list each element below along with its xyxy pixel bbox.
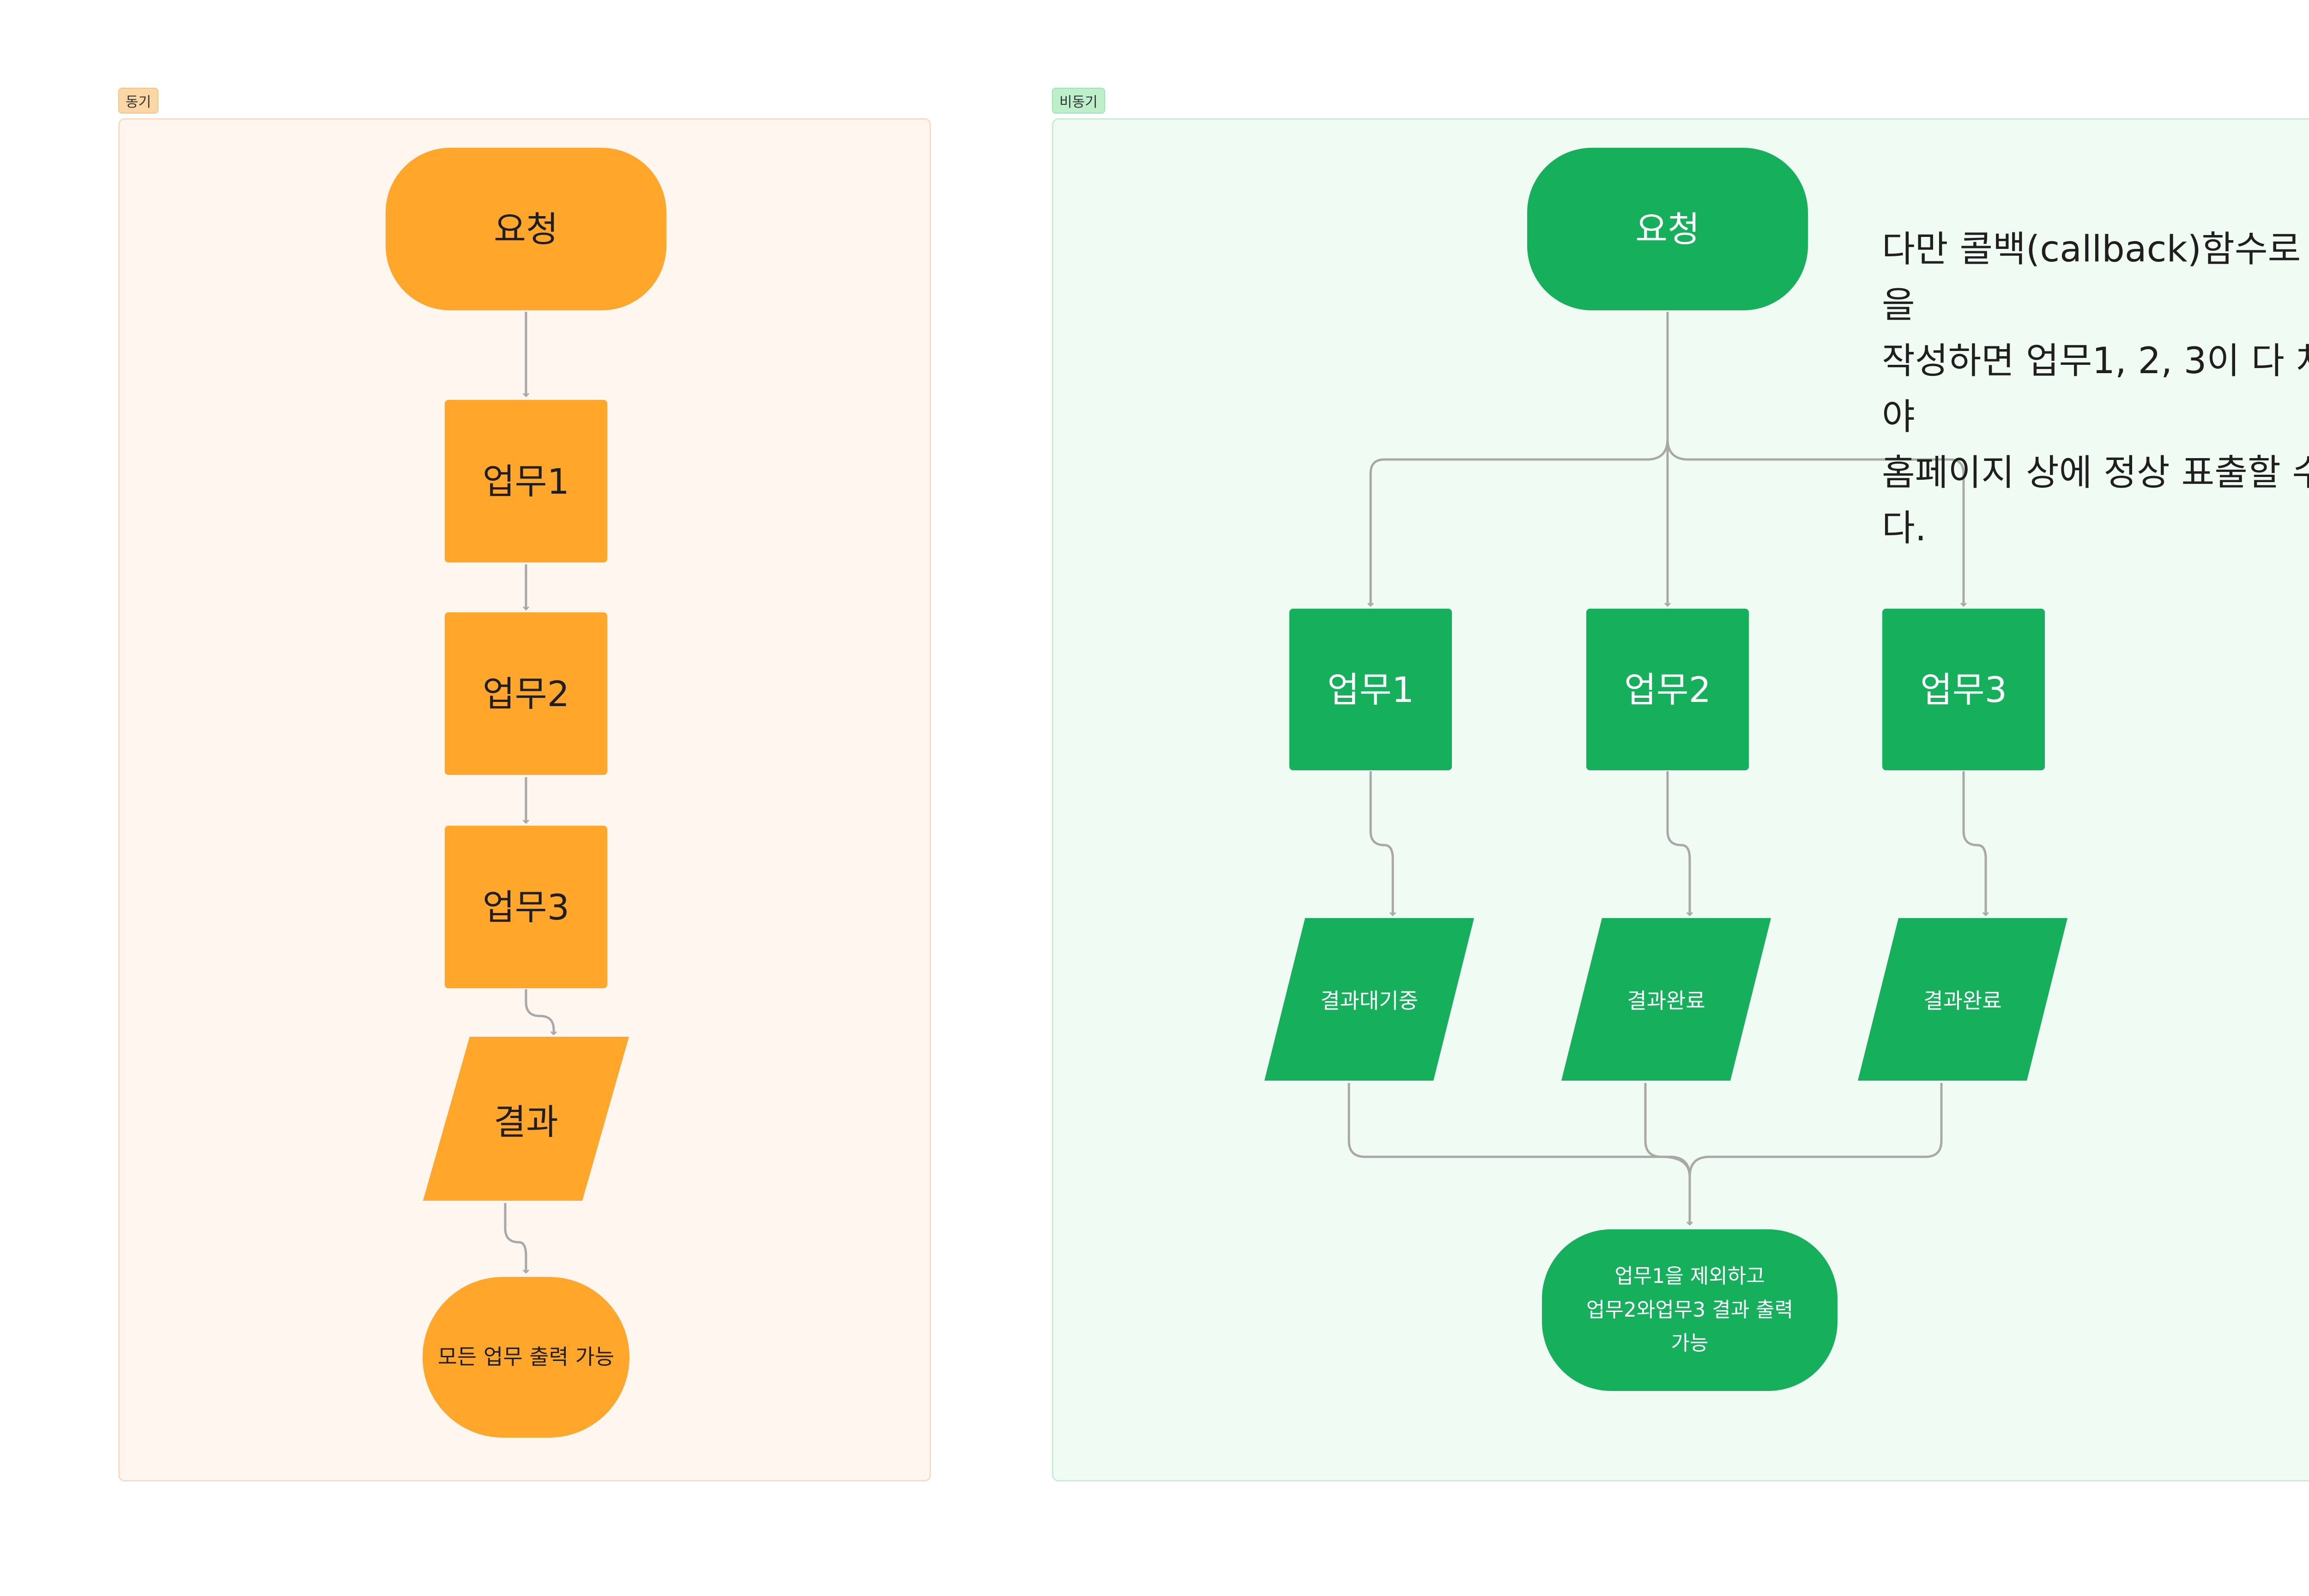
connector-sync-result-end	[504, 1203, 526, 1273]
sync-end-node[interactable]: 모든 업무 출력 가능	[423, 1277, 629, 1438]
connector-async-result2-end	[1644, 1083, 1691, 1177]
async-result3-shape	[1858, 918, 2067, 1081]
async-result1-shape	[1264, 918, 1474, 1081]
connector-sync-task3-result	[525, 989, 554, 1034]
async-request-node[interactable]: 요청	[1527, 148, 1808, 310]
connector-async-fork-task1	[1371, 438, 1669, 606]
async-task3-node[interactable]: 업무3	[1882, 609, 2045, 770]
async-result2-shape	[1561, 918, 1771, 1081]
frame-sync	[118, 118, 931, 1481]
async-task2-node[interactable]: 업무2	[1586, 609, 1749, 770]
sync-result-shape	[423, 1037, 629, 1201]
connector-async-result3-end	[1688, 1083, 1943, 1177]
async-end-node[interactable]: 업무1을 제외하고 업무2와업무3 결과 출력 가능	[1542, 1229, 1838, 1391]
sync-task1-node[interactable]: 업무1	[445, 400, 607, 562]
frame-tag-async: 비동기	[1052, 88, 1105, 114]
async-task1-node[interactable]: 업무1	[1289, 609, 1452, 770]
frame-tag-sync: 동기	[118, 88, 159, 114]
sync-request-node[interactable]: 요청	[386, 148, 666, 310]
connector-async-task1-result1	[1369, 771, 1393, 915]
sync-task3-node[interactable]: 업무3	[445, 826, 607, 988]
connector-async-result1-end	[1348, 1083, 1690, 1225]
callback-note-text: 다만 콜백(callback)함수로 로직을 작성하면 업무1, 2, 3이 다…	[1882, 229, 2309, 550]
connector-async-fork-task3	[1666, 438, 1964, 606]
connector-async-task2-result2	[1666, 771, 1690, 915]
connector-async-task3-result3	[1962, 771, 1986, 915]
sync-task2-node[interactable]: 업무2	[445, 612, 607, 775]
